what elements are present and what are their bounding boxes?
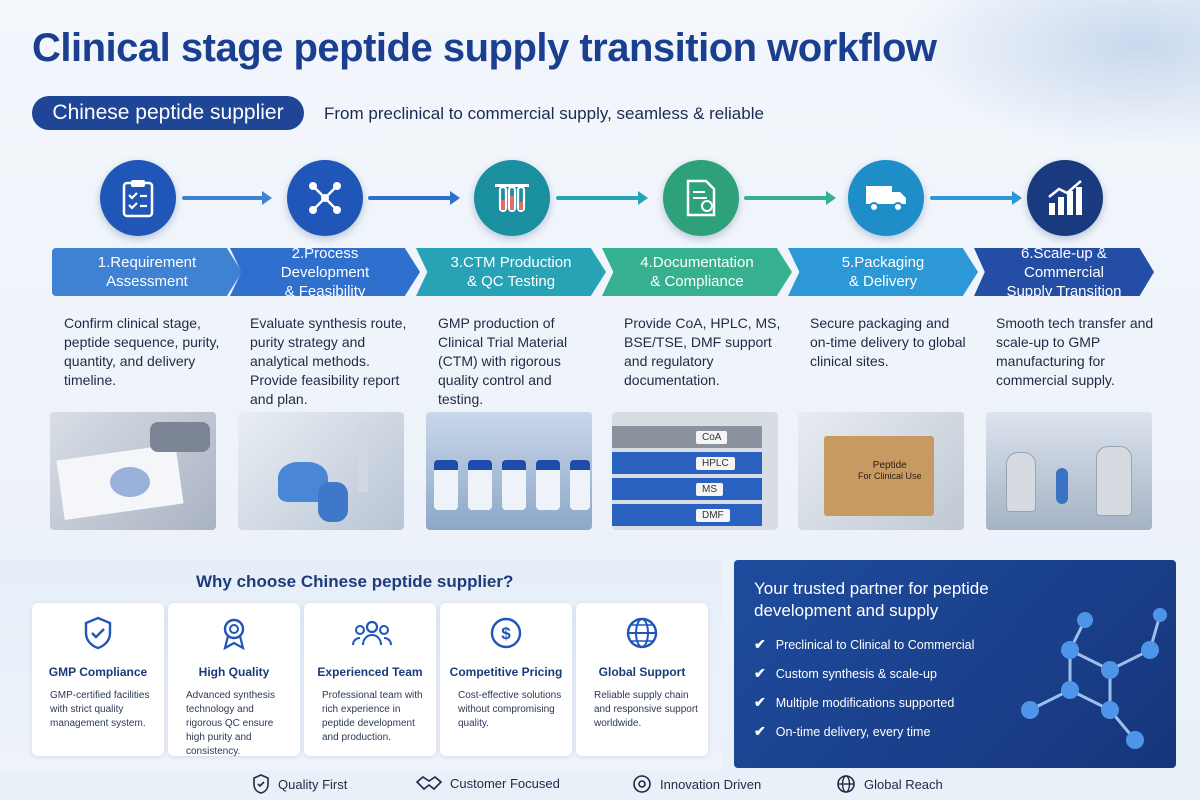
footer-innovation-driven: Innovation Driven	[632, 774, 761, 794]
partner-item: ✔ Preclinical to Clinical to Commercial	[754, 636, 974, 653]
card-title: Global Support	[598, 665, 686, 679]
check-icon: ✔	[754, 636, 766, 652]
handshake-icon	[416, 776, 442, 791]
check-icon: ✔	[754, 665, 766, 681]
card-text: Cost-effective solutions without comprom…	[458, 690, 562, 729]
svg-text:$: $	[501, 624, 511, 643]
dollar-coin-icon: $	[488, 615, 524, 651]
step-6-description: Smooth tech transfer and scale-up to GMP…	[996, 315, 1154, 388]
package-box-photo: Peptide For Clinical Use	[798, 412, 964, 530]
tagline: From preclinical to commercial supply, s…	[324, 104, 764, 123]
card-title: High Quality	[198, 665, 270, 679]
clipboard-checklist-icon	[100, 160, 176, 236]
partner-title: Your trusted partner for peptide develop…	[754, 579, 989, 620]
check-icon: ✔	[754, 723, 766, 739]
step-2-description: Evaluate synthesis route, purity strateg…	[250, 315, 407, 407]
growth-bar-chart-icon	[1027, 160, 1103, 236]
certificate-document-icon	[663, 160, 739, 236]
partner-panel: Your trusted partner for peptide develop…	[734, 560, 1176, 768]
gmp-factory-photo	[986, 412, 1152, 530]
document-binders-photo: CoA HPLC MS DMF	[612, 412, 778, 530]
footer-customer-focused: Customer Focused	[416, 774, 560, 792]
card-competitive-pricing: $ Competitive Pricing Cost-effective sol…	[440, 603, 572, 756]
card-global-support: Global Support Reliable supply chain and…	[576, 603, 708, 756]
partner-item-label: Custom synthesis & scale-up	[775, 666, 937, 681]
flow-arrow	[930, 191, 1022, 205]
card-text: Advanced synthesis technology and rigoro…	[186, 690, 275, 757]
footer-label: Global Reach	[864, 776, 943, 792]
footer-global-reach: Global Reach	[836, 774, 943, 794]
card-title: Competitive Pricing	[449, 665, 563, 679]
step-5-label: 5.Packaging & Delivery	[788, 248, 978, 296]
step-1-label: 1.Requirement Assessment	[52, 248, 242, 296]
box-label: Peptide For Clinical Use	[858, 460, 922, 481]
shield-check-icon	[80, 615, 116, 651]
footer-label: Customer Focused	[450, 775, 560, 791]
check-icon: ✔	[754, 694, 766, 710]
card-text: Reliable supply chain and responsive sup…	[594, 690, 698, 729]
partner-item-label: Preclinical to Clinical to Commercial	[775, 637, 975, 652]
box-label-line-1: Peptide	[872, 460, 907, 471]
step-4-label: 4.Documentation & Compliance	[602, 248, 792, 296]
binder-label: HPLC	[696, 457, 735, 470]
card-text: GMP-certified facilities with strict qua…	[50, 690, 150, 729]
step-5-description: Secure packaging and on-time delivery to…	[810, 315, 966, 369]
lab-scientist-photo	[238, 412, 404, 530]
partner-item: ✔ On-time delivery, every time	[754, 723, 930, 740]
card-high-quality: High Quality Advanced synthesis technolo…	[168, 603, 300, 757]
meeting-documents-photo	[50, 412, 216, 530]
innovation-gear-icon	[633, 775, 651, 793]
binder-label: DMF	[696, 509, 730, 522]
partner-item-label: Multiple modifications supported	[775, 695, 955, 710]
globe-icon	[624, 615, 660, 651]
test-tubes-icon	[474, 160, 550, 236]
footer-label: Innovation Driven	[660, 776, 762, 792]
card-title: GMP Compliance	[48, 665, 148, 679]
footer-label: Quality First	[278, 776, 348, 792]
molecule-illustration	[1021, 608, 1167, 749]
card-text: Professional team with rich experience i…	[322, 690, 423, 743]
box-label-line-2: For Clinical Use	[858, 471, 922, 481]
flow-arrow	[368, 191, 460, 205]
step-2-label: 2.Process Development & Feasibility	[230, 248, 420, 296]
partner-item: ✔ Custom synthesis & scale-up	[754, 665, 937, 682]
step-3-description: GMP production of Clinical Trial Materia…	[438, 315, 568, 407]
card-title: Experienced Team	[317, 665, 423, 679]
card-experienced-team: Experienced Team Professional team with …	[304, 603, 436, 756]
step-1-description: Confirm clinical stage, peptide sequence…	[64, 315, 220, 388]
partner-item: ✔ Multiple modifications supported	[754, 694, 954, 711]
footer-quality-first: Quality First	[252, 774, 347, 794]
step-6-label: 6.Scale-up & Commercial Supply Transitio…	[974, 248, 1154, 296]
flow-arrow	[744, 191, 836, 205]
binder-label: CoA	[696, 431, 728, 444]
supplier-pill: Chinese peptide supplier	[32, 96, 304, 130]
globe-icon	[837, 775, 855, 793]
page-title: Clinical stage peptide supply transition…	[32, 26, 937, 70]
vials-production-photo	[426, 412, 592, 530]
binder-label: MS	[696, 483, 723, 496]
flow-arrow	[182, 191, 272, 205]
partner-item-label: On-time delivery, every time	[775, 724, 931, 739]
award-ribbon-icon	[216, 615, 252, 651]
card-gmp-compliance: GMP Compliance GMP-certified facilities …	[32, 603, 164, 756]
shield-icon	[253, 774, 269, 794]
decorative-molecule-background	[900, 0, 1200, 150]
step-3-label: 3.CTM Production & QC Testing	[416, 248, 606, 296]
team-people-icon	[352, 615, 392, 651]
step-4-description: Provide CoA, HPLC, MS, BSE/TSE, DMF supp…	[624, 315, 781, 388]
molecule-network-icon	[287, 160, 363, 236]
flow-arrow	[556, 191, 648, 205]
delivery-truck-icon	[848, 160, 924, 236]
why-choose-title: Why choose Chinese peptide supplier?	[196, 572, 514, 591]
